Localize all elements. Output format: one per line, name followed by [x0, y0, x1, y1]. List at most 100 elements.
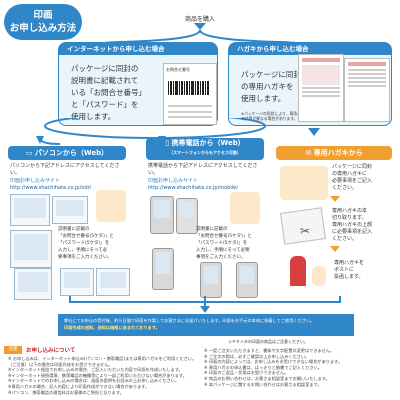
note-line: ※ 商品のお問い合わせは、お客さま相談室までお願いいたします。	[204, 375, 330, 381]
note-line: ※ 印面の内容によっては、お申し込みをお受けできない場合があります。	[204, 359, 343, 365]
postcard-step2: 専用ハガキの本 切り取ります。 専用ハガキの上部 に必要事項を記入 ください。	[332, 208, 396, 243]
step-line: 切り取ります。	[332, 215, 367, 221]
step-line: 「お問合せ番号(5ケタ)」と	[58, 234, 114, 239]
barcode-icon	[168, 81, 209, 95]
step-line: 「パスワード(5ケタ)」を	[58, 241, 110, 246]
notes-title: お申し込みについて	[26, 348, 76, 354]
step-line: の専用ハガキに	[332, 171, 368, 177]
postcard-icon: ✉	[305, 149, 312, 157]
instruction-card: お問合せ番号	[163, 63, 217, 125]
mobile-column-header: ▯ 携帯電話から（Web） （スマートフォンからもアクセス可能）	[146, 138, 264, 160]
note-line: ※ 専用ハガキの申込書は、はっきりと楷書でご記入ください。	[204, 364, 322, 370]
pc-icon: ▭	[25, 149, 33, 157]
merge-arrow-icon	[69, 296, 341, 313]
postcard-back-image	[344, 58, 390, 122]
pc-screen-5	[60, 268, 94, 296]
note-line: ※インターネットでのお申し込みの場合は、画面の説明をお読みの上お申し込みください…	[8, 378, 180, 384]
delivery-line2: 印面作成の送料、送料は価格に含まれております。	[64, 325, 160, 330]
mobile-phone-4	[200, 262, 222, 298]
step-line: パッケージに同封	[332, 164, 372, 170]
step-line: 入力し、手順にそって必要	[196, 248, 250, 253]
arrow-down-icon	[330, 196, 340, 202]
step-line: 必要事項をご記入	[332, 178, 373, 184]
step-line: 事項をご入力ください。	[196, 255, 246, 260]
notes-left: ※ お申し込みは、インターネット申込み(パソコン・携帯電話)または専用ハガキをご…	[8, 356, 198, 395]
step-line: 専用ハガキの本	[332, 208, 368, 214]
step-line: ポストに	[334, 267, 355, 273]
postcard-step3: 専用ハガキを ポストに 投函します。	[334, 260, 394, 281]
mobile-illustration	[230, 192, 260, 224]
pc-screen-3	[10, 230, 52, 268]
card-label: お問合せ番号	[166, 67, 190, 72]
text-line: 使用します。	[71, 112, 116, 121]
mobile-phone-2	[176, 198, 198, 234]
pc-illustration	[96, 190, 126, 222]
step-line: 説明書に記載の	[58, 227, 90, 232]
step-line: 専用ハガキの上部	[332, 222, 373, 228]
pc-url[interactable]: http://www.shachihata.co.jp/odr/	[10, 185, 92, 191]
mobile-phone-3	[152, 248, 174, 290]
arrow-down-icon	[308, 128, 320, 136]
note-line: ※インターネット経由でお申し込みの場合、ご記入いただいた内容で印面を作成いたしま…	[8, 367, 183, 373]
notes-top-right: シヤチハタの印面の商品はご注意ください。	[228, 339, 308, 344]
note-line: ※ 本パッケージに関するお問い合わせはお客さま相談室まで。	[204, 381, 322, 387]
notes-right: ※ 一度ご注文いただきますと、書体や文字配置の変更はできません。 ※ ご注文の際…	[204, 348, 396, 387]
title-badge: 印画 お申し込み方法	[4, 4, 82, 40]
step-line: 要事項をご入力ください。	[58, 255, 112, 260]
pc-steps: 説明書に記載の 「お問合せ番号(5ケタ)」と 「パスワード(5ケタ)」を 入力し…	[58, 226, 128, 261]
internet-panel: インターネットから申し込む場合 パッケージに同封の 説明書に記載されて いる「お…	[58, 42, 218, 126]
postcard-column-title: 専用ハガキから	[313, 149, 363, 157]
arrow-down-icon	[330, 246, 340, 252]
pc-screen-2	[52, 196, 88, 224]
postcard-panel-note: ※パッケージの形状により、専用ハガキの付属が異なる場合があります。	[241, 111, 309, 121]
step-line: 入力し、手順にそって必	[58, 248, 108, 253]
mobile-site-label: 印面お申し込みサイト	[148, 178, 199, 184]
mobile-phone-5	[236, 262, 258, 298]
delivery-info-bar: 弊社にてお申込の受付後、約８日間で印面を作製してお客さまにお届けいたします。印面…	[58, 314, 354, 336]
text-line: と「パスワード」を	[71, 100, 139, 109]
pc-site-label: 印面お申し込みサイト	[10, 178, 61, 184]
text-line: パッケージに同封の	[71, 64, 139, 73]
text-line: パッケージに同封	[241, 70, 301, 79]
step-line: ください。	[332, 236, 358, 242]
note-line: ※ 印面のご返品・交換はお受けできません。	[204, 370, 289, 376]
postcard-image	[298, 54, 344, 122]
note-line: ※パソコン、携帯電話の通信料はお客様のご負担となります。	[8, 389, 124, 395]
arrow-down-icon	[194, 23, 206, 30]
text-line: 説明書に記載されて	[71, 76, 139, 85]
notes-label: 注意	[4, 346, 22, 354]
mobile-phone-1	[150, 196, 174, 234]
purchase-label: 商品を購入	[184, 16, 215, 23]
mobile-intro: 携帯電話から下記アドレスにアクセスしてください。	[148, 163, 258, 176]
note-line: ※専用ハガキの場合、記入内容により印面作成ができない場合があります。	[8, 383, 150, 389]
step-line: に必要事項を記入	[332, 229, 373, 235]
postcard-step1: パッケージに同封 の専用ハガキに 必要事項をご記入 ください。	[332, 164, 396, 192]
note-line: ※ お申し込みは、インターネット申込み(パソコン・携帯電話)または専用ハガキをご…	[8, 356, 197, 361]
postcard-column-header: ✉ 専用ハガキから	[276, 146, 392, 160]
mobile-column-sub: （スマートフォンからもアクセス可能）	[169, 150, 241, 155]
pc-screen-1	[10, 194, 50, 226]
mobile-url[interactable]: http://www.shachihata.co.jp/mobile/	[148, 185, 238, 191]
step-line: 説明書に記載の	[196, 227, 228, 232]
delivery-line1: 弊社にてお申込の受付後、約８日間で印面を作製してお客さまにお届けいたします。印面…	[64, 318, 315, 323]
title-line2: お申し込み方法	[9, 23, 77, 34]
step-line: 「お問合せ番号(5ケタ)」と	[196, 234, 252, 239]
text-line: 使用します。	[241, 94, 286, 103]
step-line: 「パスワード(5ケタ)」を	[196, 241, 248, 246]
pc-column-title: パソコンから（Web）	[34, 149, 109, 157]
pc-screen-4	[14, 268, 52, 300]
mobile-column-title: 携帯電話から（Web）	[171, 139, 245, 147]
step-line: 投函します。	[334, 274, 364, 280]
mobile-icon: ▯	[165, 139, 170, 147]
postcard-panel-text: パッケージに同封 の専用ハガキを 使用します。	[241, 69, 301, 105]
writing-illustration	[280, 166, 328, 200]
internet-panel-text: パッケージに同封の 説明書に記載されて いる「お問合せ番号」 と「パスワード」を…	[71, 63, 146, 123]
postcard-panel-header: ハガキから申し込む場合	[229, 43, 391, 55]
note-line: ※ 一度ご注文いただきますと、書体や文字配置の変更はできません。	[204, 348, 335, 353]
note-line: ※インターネット接続環境、携帯電話の機種等により一部ご利用いただけない場合があり…	[8, 372, 187, 378]
note-line: （ご注意）以下の場合は印面作成をお受けできません。	[8, 361, 113, 367]
pc-screen-6	[96, 268, 130, 296]
mailbox-icon	[290, 256, 306, 286]
title-line1: 印画	[33, 10, 53, 21]
text-line: の専用ハガキを	[241, 82, 294, 91]
